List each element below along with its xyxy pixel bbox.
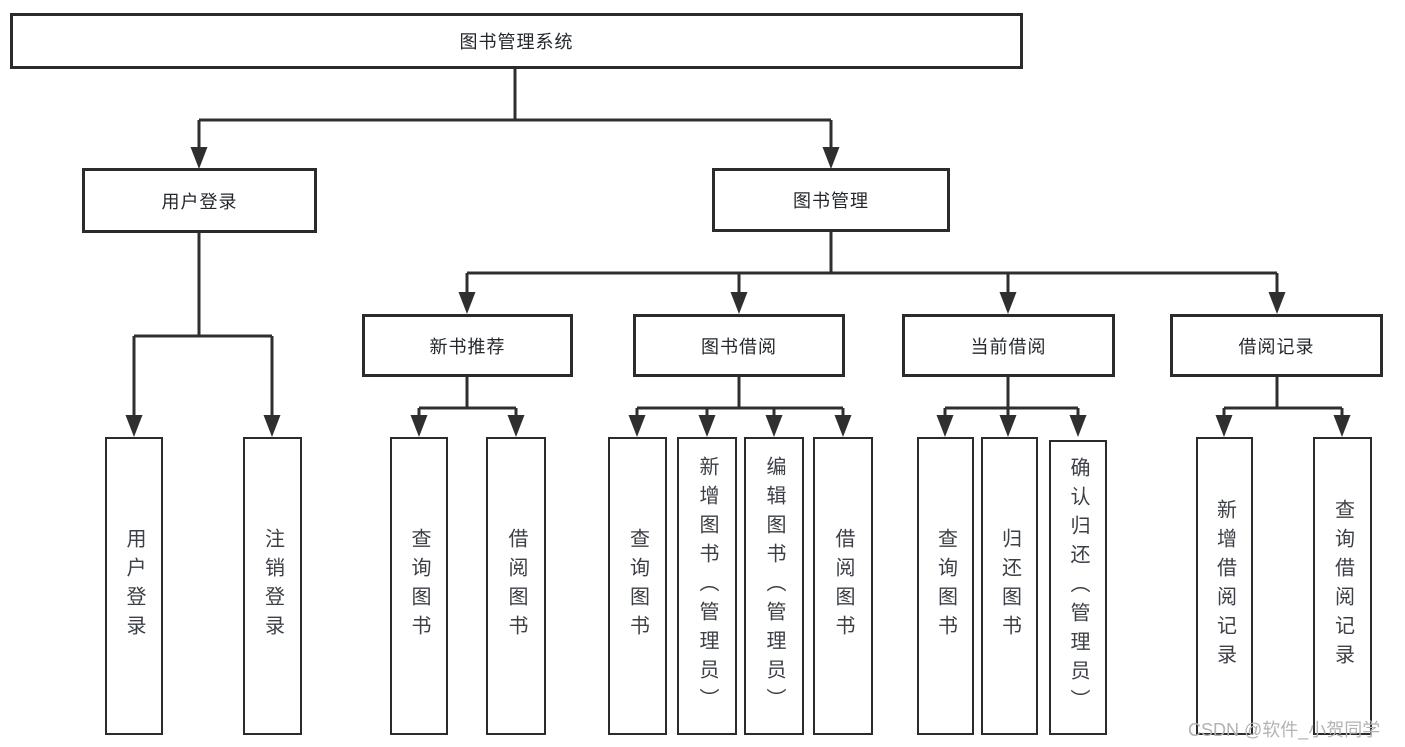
node-book-management-label: 图书管理 [793, 191, 869, 211]
leaf-query-borrow-record-label: 查询借阅记录 [1331, 499, 1354, 673]
leaf-logout-label: 注销登录 [261, 528, 284, 644]
leaf-borrow-books-recommend: 借阅图书 [486, 437, 546, 735]
leaf-confirm-return-admin-label: 确认归还（管理员） [1067, 457, 1089, 718]
leaf-query-books-current-label: 查询图书 [934, 528, 957, 644]
node-current-borrow-label: 当前借阅 [970, 336, 1047, 357]
leaf-query-books-borrow: 查询图书 [608, 437, 667, 735]
node-library-system: 图书管理系统 [10, 13, 1023, 69]
node-user-login: 用户登录 [82, 168, 317, 233]
connector-borrow-records-to-leaves [1215, 377, 1351, 437]
leaf-logout: 注销登录 [243, 437, 302, 735]
leaf-query-books-recommend: 查询图书 [390, 437, 448, 735]
node-book-borrow: 图书借阅 [633, 314, 845, 377]
leaf-user-login: 用户登录 [105, 437, 163, 735]
connector-current-borrow-to-leaves [936, 377, 1087, 437]
connector-new-book-recommend-to-leaves [410, 377, 525, 437]
leaf-query-books-recommend-label: 查询图书 [408, 528, 430, 644]
leaf-borrow-books-label: 借阅图书 [832, 528, 854, 644]
leaf-user-login-label: 用户登录 [123, 528, 145, 644]
connector-user-login-to-leaves [125, 233, 281, 437]
node-library-system-label: 图书管理系统 [459, 32, 574, 52]
node-borrow-records-label: 借阅记录 [1238, 336, 1315, 357]
leaf-query-books-current: 查询图书 [917, 437, 974, 735]
connector-book-borrow-to-leaves [628, 377, 852, 437]
node-book-borrow-label: 图书借阅 [701, 336, 777, 357]
leaf-query-borrow-record: 查询借阅记录 [1313, 437, 1372, 735]
leaf-add-book-admin: 新增图书（管理员） [677, 437, 737, 735]
leaf-borrow-books: 借阅图书 [813, 437, 873, 735]
leaf-return-book-label: 归还图书 [998, 528, 1021, 644]
csdn-watermark: CSDN @软件_小贺同学 [1188, 720, 1381, 740]
connector-book-management-to-level3 [458, 232, 1286, 314]
leaf-add-borrow-record-label: 新增借阅记录 [1213, 499, 1236, 673]
leaf-add-borrow-record: 新增借阅记录 [1196, 437, 1253, 735]
leaf-query-books-borrow-label: 查询图书 [626, 528, 649, 644]
node-new-book-recommend-label: 新书推荐 [429, 336, 506, 357]
node-new-book-recommend: 新书推荐 [362, 314, 573, 377]
connector-root-to-level2 [190, 69, 840, 169]
leaf-borrow-books-recommend-label: 借阅图书 [505, 528, 527, 644]
node-book-management: 图书管理 [712, 168, 950, 232]
leaf-edit-book-admin: 编辑图书（管理员） [744, 437, 804, 735]
node-borrow-records: 借阅记录 [1170, 314, 1383, 377]
node-user-login-label: 用户登录 [161, 191, 238, 212]
leaf-confirm-return-admin: 确认归还（管理员） [1049, 440, 1107, 735]
leaf-add-book-admin-label: 新增图书（管理员） [696, 455, 718, 717]
node-current-borrow: 当前借阅 [902, 314, 1115, 377]
leaf-return-book: 归还图书 [981, 437, 1038, 735]
leaf-edit-book-admin-label: 编辑图书（管理员） [763, 455, 785, 717]
